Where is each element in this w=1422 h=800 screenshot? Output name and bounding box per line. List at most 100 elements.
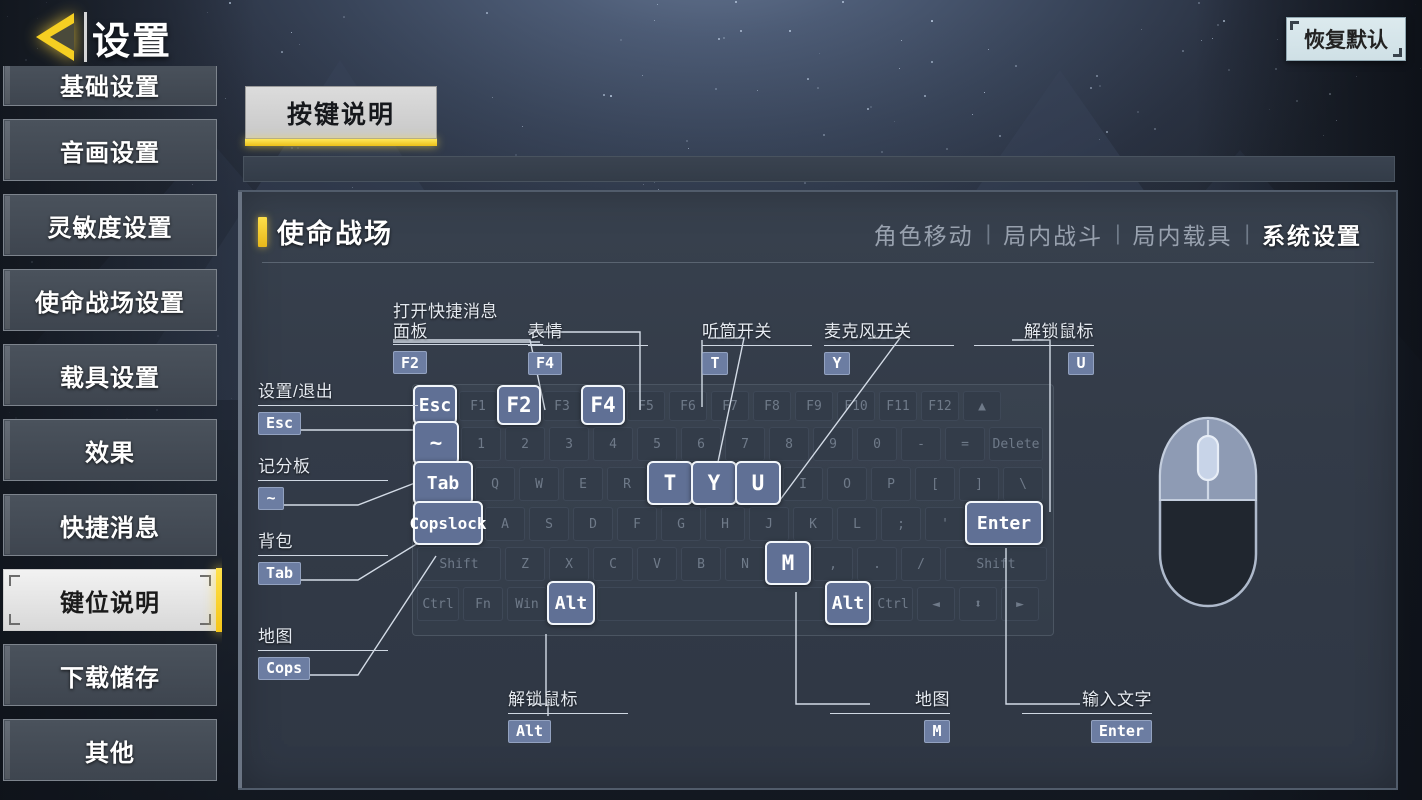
callout-open-quick-message-panel: 打开快捷消息面板F2 xyxy=(393,302,543,374)
key-F6: F6 xyxy=(669,391,707,421)
sidebar-item-6[interactable]: 快捷消息 xyxy=(3,494,217,556)
key-O: O xyxy=(827,467,867,501)
key-4: 4 xyxy=(593,427,633,461)
category-tabs[interactable]: 角色移动|局内战斗|局内载具|系统设置 xyxy=(862,217,1374,251)
content-tabbar: 按键说明 xyxy=(245,86,437,146)
callout-key-chip: ~ xyxy=(258,487,284,510)
tab-key-instructions[interactable]: 按键说明 xyxy=(245,86,437,139)
corner-br xyxy=(200,614,211,625)
callout-unlock-mouse-bottom: 解锁鼠标Alt xyxy=(508,690,628,743)
key-Ctrl: Ctrl xyxy=(873,587,913,621)
callout-label: 麦克风开关 xyxy=(824,322,954,342)
highlighted-key-U: U xyxy=(735,461,781,505)
keyboard-row-1: 1234567890-=Delete xyxy=(417,427,1043,461)
panel-top-strip xyxy=(243,156,1395,182)
callout-key-chip: Enter xyxy=(1091,720,1152,743)
sidebar-item-5[interactable]: 效果 xyxy=(3,419,217,481)
key-8: 8 xyxy=(769,427,809,461)
callout-key-chip: Tab xyxy=(258,562,301,585)
category-tab-3[interactable]: 系统设置 xyxy=(1250,217,1374,251)
key-E: E xyxy=(563,467,603,501)
callout-key-chip: Y xyxy=(824,352,850,375)
key-\: \ xyxy=(1003,467,1043,501)
callout-label: 地图 xyxy=(258,627,388,647)
panel-left-accent xyxy=(238,192,242,788)
callout-scoreboard: 记分板~ xyxy=(258,457,388,510)
restore-default-button[interactable]: 恢复默认 xyxy=(1286,17,1406,61)
sidebar-item-label: 基础设置 xyxy=(60,67,160,102)
sidebar-item-label: 效果 xyxy=(85,433,135,468)
section-header: 使命战场 xyxy=(258,212,393,251)
app-header: 设置 恢复默认 xyxy=(0,0,1422,72)
key-Delete: Delete xyxy=(989,427,1043,461)
key-/: / xyxy=(901,547,941,581)
settings-sidebar[interactable]: 基础设置音画设置灵敏度设置使命战场设置载具设置效果快捷消息键位说明下载储存其他 xyxy=(0,66,222,800)
callout-label: 打开快捷消息面板 xyxy=(393,302,543,341)
callout-label: 解锁鼠标 xyxy=(974,322,1094,342)
key-F: F xyxy=(617,507,657,541)
key-B: B xyxy=(681,547,721,581)
callout-key-chip: M xyxy=(924,720,950,743)
highlighted-key-Copslock: Copslock xyxy=(413,501,483,545)
key-Shift: Shift xyxy=(945,547,1047,581)
highlighted-key-T: T xyxy=(647,461,693,505)
key-◄: ◄ xyxy=(917,587,955,621)
key-3: 3 xyxy=(549,427,589,461)
sidebar-item-2[interactable]: 灵敏度设置 xyxy=(3,194,217,256)
callout-label: 地图 xyxy=(830,690,950,710)
highlighted-key-~: ~ xyxy=(413,421,459,465)
category-tab-0[interactable]: 角色移动 xyxy=(862,217,986,251)
section-title: 使命战场 xyxy=(277,212,393,251)
sidebar-item-3[interactable]: 使命战场设置 xyxy=(3,269,217,331)
sidebar-item-9[interactable]: 其他 xyxy=(3,719,217,781)
keyboard-row-4: ShiftZXCVBN,./Shift xyxy=(417,547,1047,581)
key--: - xyxy=(901,427,941,461)
callout-settings-exit: 设置/退出Esc xyxy=(258,382,418,435)
key-W: W xyxy=(519,467,559,501)
key-F3: F3 xyxy=(543,391,581,421)
key-.: . xyxy=(857,547,897,581)
corner-mark-tl xyxy=(1290,21,1299,30)
category-tab-1[interactable]: 局内战斗 xyxy=(991,217,1115,251)
section-accent-bar xyxy=(258,217,267,247)
highlighted-key-Enter: Enter xyxy=(965,501,1043,545)
highlighted-key-Alt: Alt xyxy=(825,581,871,625)
sidebar-item-label: 音画设置 xyxy=(60,133,160,168)
key-F5: F5 xyxy=(627,391,665,421)
keyboard-row-5: CtrlFnWinCtrl◄⬍► xyxy=(417,587,1039,621)
key-6: 6 xyxy=(681,427,721,461)
highlighted-key-F4: F4 xyxy=(581,385,625,425)
callout-label: 听筒开关 xyxy=(702,322,812,342)
callout-emote: 表情F4 xyxy=(528,322,648,375)
corner-tl xyxy=(9,575,20,586)
key-=: = xyxy=(945,427,985,461)
sidebar-item-0[interactable]: 基础设置 xyxy=(3,66,217,106)
sidebar-item-4[interactable]: 载具设置 xyxy=(3,344,217,406)
key-Fn: Fn xyxy=(463,587,503,621)
highlighted-key-Alt: Alt xyxy=(547,581,595,625)
key-Z: Z xyxy=(505,547,545,581)
key-C: C xyxy=(593,547,633,581)
callout-backpack: 背包Tab xyxy=(258,532,388,585)
key-H: H xyxy=(705,507,745,541)
callout-label: 输入文字 xyxy=(1022,690,1152,710)
key-': ' xyxy=(925,507,965,541)
back-arrow-icon[interactable] xyxy=(28,9,84,65)
category-tab-2[interactable]: 局内载具 xyxy=(1121,217,1245,251)
sidebar-item-7[interactable]: 键位说明 xyxy=(3,569,217,631)
page-title: 设置 xyxy=(92,10,172,65)
corner-mark-br xyxy=(1393,48,1402,57)
key-1: 1 xyxy=(461,427,501,461)
corner-bl xyxy=(9,614,20,625)
callout-label: 解锁鼠标 xyxy=(508,690,628,710)
sidebar-item-8[interactable]: 下载储存 xyxy=(3,644,217,706)
sidebar-item-label: 载具设置 xyxy=(60,358,160,393)
callout-key-chip: F4 xyxy=(528,352,562,375)
key-L: L xyxy=(837,507,877,541)
key-F12: F12 xyxy=(921,391,959,421)
key-R: R xyxy=(607,467,647,501)
keybinding-panel: 使命战场 角色移动|局内战斗|局内载具|系统设置 xyxy=(238,190,1398,790)
key-F7: F7 xyxy=(711,391,749,421)
sidebar-item-1[interactable]: 音画设置 xyxy=(3,119,217,181)
key-►: ► xyxy=(1001,587,1039,621)
